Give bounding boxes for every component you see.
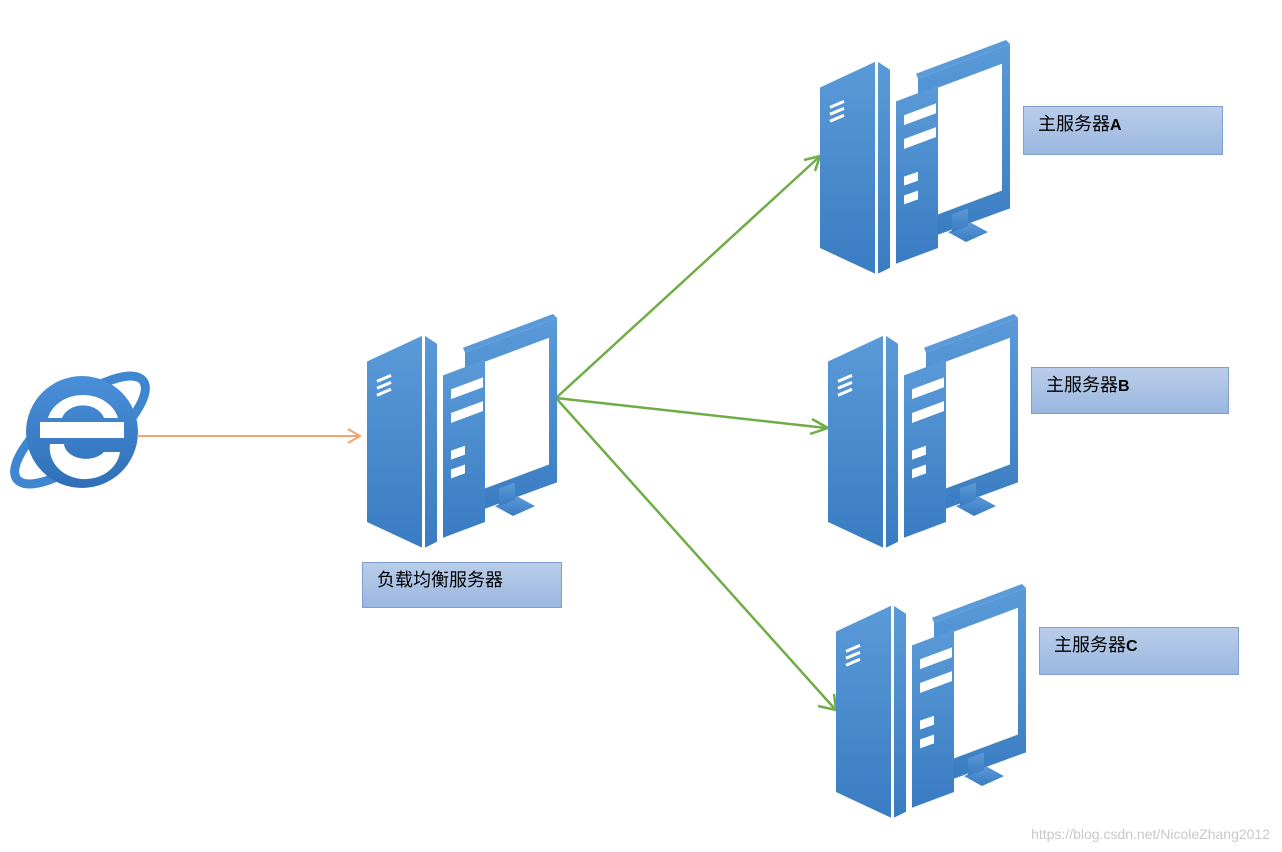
server-c-label-suffix: C xyxy=(1126,638,1138,655)
connector-to-server-b xyxy=(555,396,832,436)
server-b-label-suffix: B xyxy=(1118,378,1130,395)
server-a-label-text: 主服务器 xyxy=(1038,114,1110,135)
connector-to-server-a xyxy=(555,154,822,399)
load-balancer-server-icon xyxy=(365,312,559,558)
connector-to-server-c xyxy=(555,397,838,712)
load-balancer-label-text: 负载均衡服务器 xyxy=(377,570,503,591)
server-c-label: 主服务器C xyxy=(1039,627,1239,675)
server-b-label: 主服务器B xyxy=(1031,367,1229,414)
client-connector xyxy=(137,428,362,444)
load-balancer-label: 负载均衡服务器 xyxy=(362,562,562,608)
server-a-icon xyxy=(818,38,1012,284)
server-b-icon xyxy=(826,312,1020,558)
server-c-label-text: 主服务器 xyxy=(1054,635,1126,656)
watermark: https://blog.csdn.net/NicoleZhang2012 xyxy=(1031,826,1270,842)
server-a-label: 主服务器A xyxy=(1023,106,1223,155)
server-b-label-text: 主服务器 xyxy=(1046,375,1118,396)
internet-explorer-icon xyxy=(10,371,150,489)
server-a-label-suffix: A xyxy=(1110,117,1122,134)
server-c-icon xyxy=(834,582,1028,828)
